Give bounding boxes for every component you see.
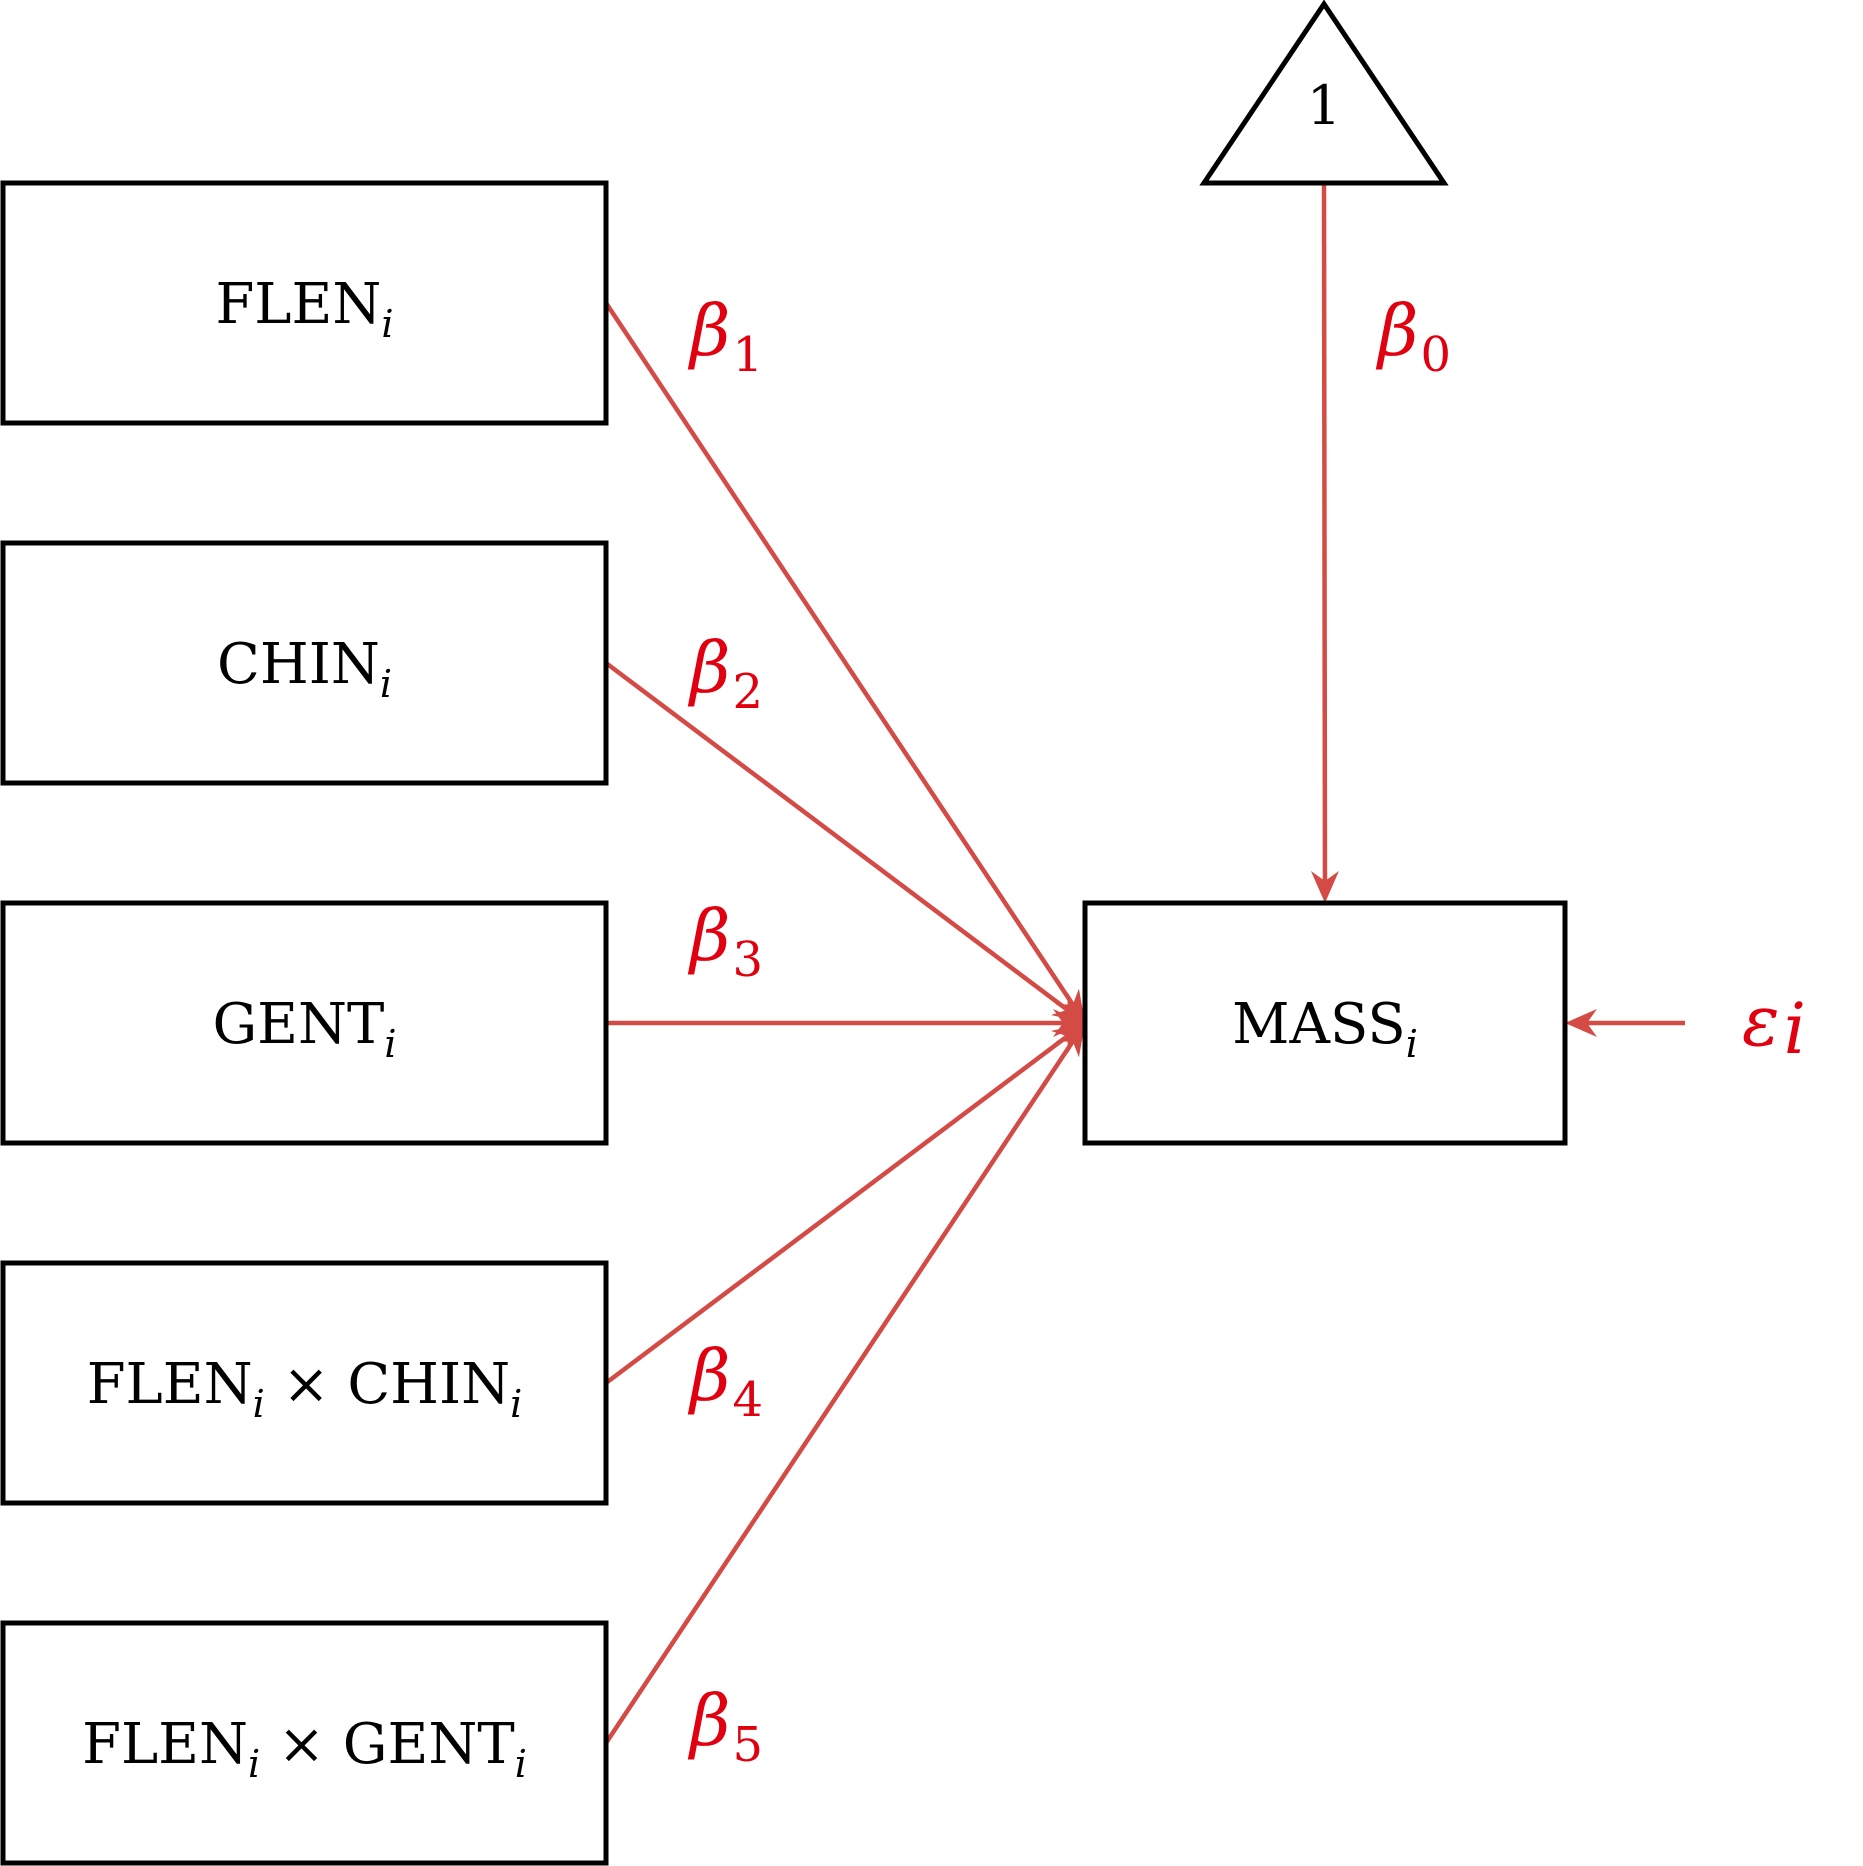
constant-triangle	[1199, 0, 1449, 186]
path-error-to-mass-arrowhead	[1565, 1009, 1597, 1037]
label-text: MASS	[1232, 992, 1406, 1057]
coefficient-label-intercept: β0	[1375, 290, 1451, 383]
predictor-label: CHINi​	[217, 632, 392, 706]
path-constant-to-mass	[1321, 184, 1328, 882]
label-subscript: i	[1406, 1022, 1418, 1066]
coefficient-subscript: 4	[732, 1372, 763, 1428]
outcome-node-mass: MASSi​	[1082, 900, 1568, 1146]
coefficient-symbol: β	[687, 627, 730, 709]
outcome-label: MASSi​	[1232, 992, 1418, 1066]
predictor-node-gent: GENTi​	[0, 900, 609, 1146]
coefficient-subscript: 0	[1420, 327, 1451, 383]
coefficient-symbol: β	[687, 895, 730, 977]
predictor-box	[0, 900, 609, 1146]
error-subscript: i	[1784, 988, 1806, 1070]
label-text: GENT	[212, 992, 384, 1057]
label-subscript: i	[515, 1742, 527, 1786]
coefficient-label-flen-x-chin: β4	[687, 1335, 763, 1428]
constant-node: 1	[1199, 0, 1449, 186]
coefficient-subscript: 2	[732, 664, 763, 720]
nodes-layer: FLENi​ CHINi​ GENTi​ FLENi​ × CHINi​ FLENi​ …	[0, 0, 1568, 1866]
coefficient-subscript: 3	[732, 932, 763, 988]
predictor-label: GENTi​	[212, 992, 396, 1066]
coefficient-symbol: β	[687, 1680, 730, 1762]
predictor-label: FLENi​ × CHINi​	[87, 1352, 523, 1426]
predictor-box	[0, 540, 609, 786]
label-subscript: i	[253, 1382, 265, 1426]
constant-label: 1	[1307, 74, 1341, 137]
edges-layer	[604, 184, 1685, 1745]
label-text: ×	[265, 1352, 348, 1417]
label-text: GENT	[343, 1712, 515, 1777]
predictor-node-flen: FLENi​	[0, 180, 609, 426]
coefficient-label-flen: β1	[687, 290, 763, 383]
predictor-node-flen-x-gent: FLENi​ × GENTi​	[0, 1620, 609, 1866]
path-flen-to-mass	[604, 301, 1075, 1006]
path-flen-x-chin-to-mass	[604, 1034, 1069, 1385]
predictor-label: FLENi​	[215, 272, 393, 346]
predictor-node-flen-x-chin: FLENi​ × CHINi​	[0, 1260, 609, 1506]
coefficient-subscript: 1	[732, 327, 763, 383]
label-subscript: i	[384, 1022, 396, 1066]
coefficient-subscript: 5	[732, 1717, 763, 1773]
error-symbol: ε	[1742, 980, 1780, 1062]
label-text: ×	[260, 1712, 343, 1777]
coefficient-label-flen-x-gent: β5	[687, 1680, 763, 1773]
predictor-label: FLENi​ × GENTi​	[82, 1712, 527, 1786]
label-subscript: i	[248, 1742, 260, 1786]
label-text: CHIN	[217, 632, 380, 697]
label-text: FLEN	[87, 1352, 253, 1417]
error-label: εi	[1742, 980, 1806, 1070]
predictor-box	[0, 1260, 609, 1506]
label-text: CHIN	[347, 1352, 510, 1417]
label-subscript: i	[510, 1382, 522, 1426]
outcome-box	[1082, 900, 1568, 1146]
path-flen-x-gent-to-mass	[604, 1040, 1075, 1745]
path-chin-to-mass	[604, 661, 1069, 1012]
predictor-box	[0, 1620, 609, 1866]
label-text: FLEN	[215, 272, 381, 337]
label-subscript: i	[381, 302, 393, 346]
predictor-box	[0, 180, 609, 426]
coefficient-label-gent: β3	[687, 895, 763, 988]
coefficient-label-chin: β2	[687, 627, 763, 720]
coefficient-symbol: β	[1375, 290, 1418, 372]
predictor-node-chin: CHINi​	[0, 540, 609, 786]
label-text: FLEN	[82, 1712, 248, 1777]
label-subscript: i	[380, 662, 392, 706]
path-constant-to-mass-arrowhead	[1310, 870, 1339, 903]
path-flen-x-gent-to-mass-arrowhead	[1055, 1023, 1085, 1058]
coefficient-symbol: β	[687, 290, 730, 372]
coefficient-symbol: β	[687, 1335, 730, 1417]
